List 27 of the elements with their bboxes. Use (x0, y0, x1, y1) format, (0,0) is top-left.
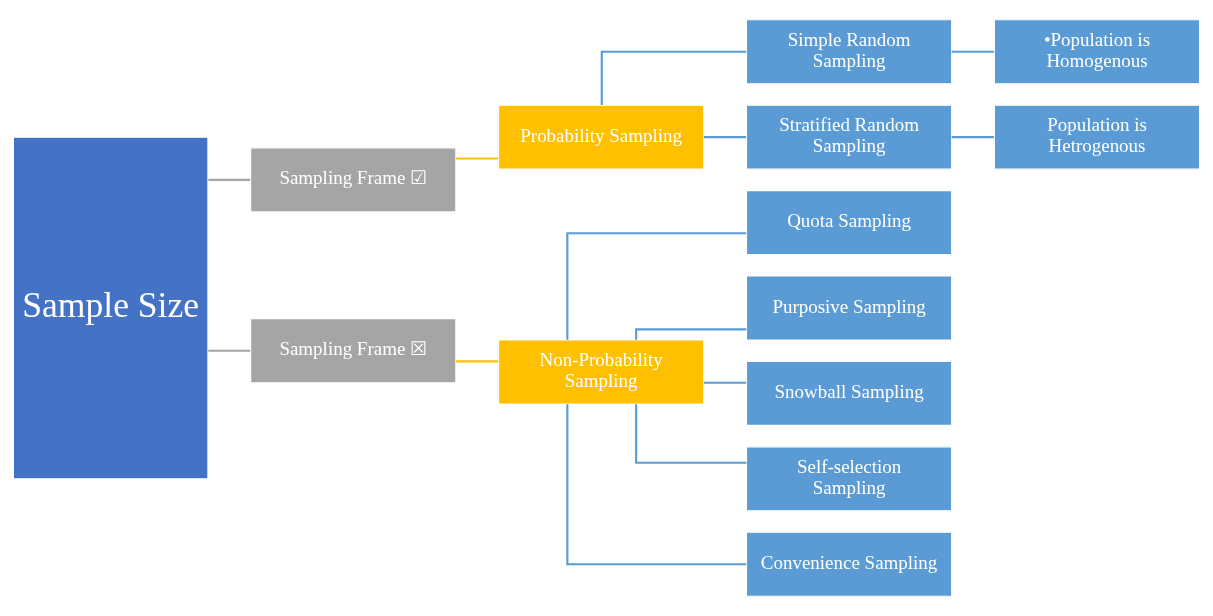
node-box: Purposive Sampling (745, 275, 953, 341)
node-box: •Population is Homogenous (993, 19, 1201, 85)
node-box: Sampling Frame ☑ (250, 147, 457, 213)
connector (566, 404, 747, 566)
node-box: Simple Random Sampling (745, 19, 953, 85)
node-box: Sampling Frame ☒ (250, 318, 457, 384)
connector (566, 232, 747, 340)
node-box: Snowball Sampling (745, 360, 953, 427)
node-box: Non-Probability Sampling (497, 339, 705, 405)
connector (208, 349, 251, 352)
connector (455, 360, 499, 363)
connector (455, 157, 499, 160)
connector (703, 381, 747, 384)
connector (208, 178, 251, 181)
connector (635, 328, 747, 340)
connector (951, 50, 995, 53)
node-box: Self-selection Sampling (745, 446, 953, 512)
node-box: Quota Sampling (745, 189, 953, 256)
connector (635, 404, 747, 464)
node-box: Sample Size (12, 136, 209, 480)
node-box: Population is Hetrogenous (993, 104, 1201, 170)
connector (600, 50, 747, 105)
node-box: Probability Sampling (497, 104, 705, 170)
node-box: Convenience Sampling (745, 531, 953, 597)
connector (703, 136, 747, 139)
node-box: Stratified Random Sampling (745, 104, 953, 170)
connector (951, 136, 995, 139)
